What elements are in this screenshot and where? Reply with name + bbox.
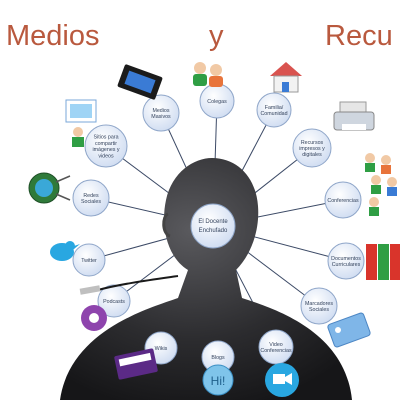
node-circle [292, 128, 332, 168]
node-circle [327, 242, 365, 280]
node-label: Comunidad [260, 111, 287, 117]
node-label: Documentos [331, 256, 361, 262]
book-icon [114, 348, 158, 380]
node-colegas[interactable]: Colegas [199, 83, 235, 119]
node-familia-comunidad[interactable]: Familia/Comunidad [256, 92, 292, 128]
node-circle [72, 179, 110, 217]
twitter-bird-icon [50, 241, 80, 261]
node-label: Medios [152, 108, 169, 114]
node-circle [97, 284, 131, 318]
node-label: Sociales [81, 199, 101, 205]
hi-bubble-icon: Hi! [202, 364, 234, 396]
podcast-icon [81, 305, 107, 331]
video-bubble-icon [265, 363, 299, 397]
node-conferencias[interactable]: Conferencias [324, 181, 362, 219]
node-label: Conferencias [327, 198, 359, 204]
node-label: Redes [83, 193, 99, 199]
node-circle [300, 287, 338, 325]
node-label: Conferencias [260, 348, 292, 354]
globe-network-icon [28, 172, 71, 204]
node-label: Marcadores [305, 301, 333, 307]
center-node[interactable]: El Docente Enchufado [190, 203, 236, 249]
node-label: imágenes y [92, 147, 119, 153]
node-podcasts[interactable]: Podcasts [97, 284, 131, 318]
node-circle [256, 92, 292, 128]
node-label: Familia/ [265, 105, 284, 111]
node-label: Sitios para [93, 135, 118, 141]
title-word-y: y [209, 20, 224, 52]
node-label: Colegas [207, 99, 227, 105]
node-label: impresos y [299, 146, 325, 152]
node-circle [324, 181, 362, 219]
colleagues-icon [193, 62, 223, 87]
title-word-medios: Medios [6, 20, 100, 52]
node-label: digitales [302, 152, 322, 158]
svg-text:Hi!: Hi! [211, 374, 226, 388]
film-strip-icon [117, 64, 163, 100]
node-twitter[interactable]: Twitter [72, 243, 106, 277]
center-label-line2: Enchufado [199, 228, 228, 234]
node-circle [258, 329, 294, 365]
node-label: Video [269, 342, 283, 348]
printer-icon [333, 101, 375, 131]
node-label: Sociales [309, 307, 329, 313]
node-label: Podcasts [103, 299, 125, 305]
node-label: Twitter [81, 258, 97, 264]
audience-icon [365, 153, 397, 216]
node-label: Blogs [211, 355, 225, 361]
node-label: videos [98, 153, 114, 159]
node-circle [84, 124, 128, 168]
node-label: Wikis [155, 346, 168, 352]
photo-share-icon [65, 99, 97, 147]
node-label: Curriculares [332, 262, 361, 268]
house-icon [270, 62, 302, 93]
center-label-line1: El Docente [198, 219, 228, 225]
title-word-recu: Recu [325, 20, 393, 52]
node-label: Recursos [301, 140, 324, 146]
tag-icon [327, 312, 371, 348]
node-label: Masivos [151, 114, 171, 120]
binders-icon [366, 244, 400, 280]
node-circle [142, 94, 180, 132]
cable-plug [79, 275, 179, 295]
node-circle [72, 243, 106, 277]
node-label: compartir [95, 141, 117, 147]
